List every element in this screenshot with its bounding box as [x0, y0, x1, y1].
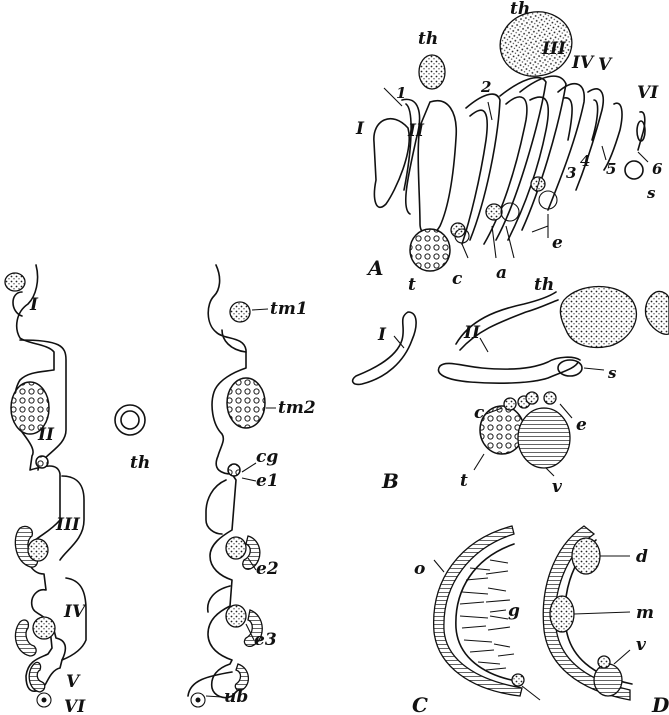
panel-c-label-g: g — [508, 601, 520, 621]
arch-label-i: I — [29, 295, 39, 315]
panel-d-letter: D — [651, 693, 669, 715]
panel-a-th-small — [419, 55, 445, 89]
ub-right-dot — [196, 698, 201, 703]
arch-label-ii: II — [37, 425, 55, 445]
panel-c-label-o: o — [414, 559, 425, 579]
panel-a-label-2: 2 — [480, 78, 491, 96]
e2-right-blob — [226, 537, 246, 559]
panel-a-a-blob — [486, 204, 502, 220]
panel-a-letter: A — [366, 256, 384, 280]
panel-a-label-4: 4 — [580, 152, 590, 170]
left-pouch-diagram: I II III IV V VI th tm1 tm2 cg e1 e2 e3 … — [5, 265, 316, 715]
th-center-label: th — [130, 453, 150, 473]
panel-a: th th 1 2 I II III IV V VI 3 4 5 6 s t c… — [355, 0, 663, 295]
panel-b-label-t: t — [460, 471, 468, 491]
pouch-v-left-wall — [29, 662, 45, 692]
panel-a-arch-i — [374, 119, 409, 208]
panel-a-label-v: V — [598, 55, 613, 75]
panel-a-label-c: c — [452, 269, 463, 289]
panel-a-arch-iv — [548, 84, 584, 210]
panel-a-arch-2 — [462, 94, 500, 244]
panel-b-label-i: I — [377, 325, 387, 345]
label-e2: e2 — [256, 559, 279, 579]
panel-b-c-blob1 — [504, 398, 516, 410]
arch-label-vi: VI — [64, 697, 86, 715]
arch-label-iv: IV — [63, 602, 87, 622]
panel-a-label-th-small: th — [418, 29, 438, 49]
ub-left-dot — [42, 698, 47, 703]
label-cg: cg — [256, 447, 278, 467]
panel-a-label-iv: IV — [571, 53, 595, 73]
panel-c: o g C — [412, 526, 540, 715]
tm2-right-blob — [227, 378, 265, 428]
panel-a-arch-ii — [418, 101, 456, 235]
e1-left-blob — [36, 456, 48, 468]
label-e3: e3 — [254, 630, 277, 650]
panel-a-label-iii: III — [541, 39, 567, 59]
panel-b-v-blob — [518, 408, 570, 468]
panel-a-label-i: I — [355, 119, 365, 139]
panel-b-letter: B — [381, 469, 399, 493]
panel-a-label-1: 1 — [396, 84, 406, 102]
th-ring-inner — [121, 411, 139, 429]
e2-left-blob — [28, 539, 48, 561]
panel-d-small-blob — [598, 656, 610, 668]
tm1-right-blob — [230, 302, 250, 322]
panel-a-label-a: a — [496, 263, 507, 283]
panel-a-label-3: 3 — [566, 164, 576, 182]
panel-a-label-th-large: th — [510, 0, 530, 19]
panel-d-d-blob — [572, 538, 600, 574]
panel-b-label-v: v — [552, 477, 563, 497]
panel-c-small-blob — [512, 674, 524, 686]
label-tm1: tm1 — [270, 299, 308, 319]
panel-d-label-v: v — [636, 635, 647, 655]
panel-a-arch-vi — [638, 112, 645, 150]
panel-a-a-ring — [501, 203, 519, 221]
panel-a-label-s: s — [647, 184, 656, 202]
label-tm2: tm2 — [278, 398, 316, 418]
panel-a-s-ring — [625, 161, 643, 179]
panel-a-label-vi: VI — [637, 83, 659, 103]
panel-d: d m v D — [543, 526, 669, 715]
panel-a-arch-v — [576, 89, 603, 190]
e3-right-blob — [226, 605, 246, 627]
panel-a-label-e: e — [552, 233, 563, 253]
panel-b-label-ii: II — [463, 323, 481, 343]
panel-d-label-m: m — [636, 603, 654, 623]
panel-b-th-blob — [560, 287, 636, 348]
right-column-outline — [208, 265, 246, 698]
label-e1: e1 — [256, 471, 279, 491]
th-ring-outer — [115, 405, 145, 435]
panel-d-label-d: d — [636, 547, 648, 567]
panel-b: th I II s c e t v B — [353, 275, 669, 497]
panel-b-e-blob2 — [544, 392, 556, 404]
panel-a-arch-1 — [402, 99, 420, 214]
tm1-left-blob — [5, 273, 25, 291]
label-ub: ub — [224, 687, 248, 707]
cg-right-blob — [228, 464, 240, 476]
panel-c-gill-folds — [460, 560, 514, 670]
panel-b-label-s: s — [608, 364, 617, 382]
panel-b-e-blob1 — [526, 392, 538, 404]
panel-a-label-t: t — [408, 275, 416, 295]
panel-b-edge-blob — [645, 291, 669, 334]
arch-label-iii: III — [55, 515, 81, 535]
panel-b-label-e: e — [576, 415, 587, 435]
panel-d-v-blob — [594, 664, 622, 696]
panel-c-letter: C — [412, 693, 428, 715]
panel-a-label-5: 5 — [606, 160, 616, 178]
e3-left-blob — [33, 617, 55, 639]
panel-b-arch-i — [353, 312, 416, 384]
arch-label-v: V — [66, 672, 81, 692]
panel-b-label-th: th — [534, 275, 554, 295]
panel-a-label-6: 6 — [652, 160, 663, 178]
panel-a-t-blob — [410, 229, 450, 271]
panel-a-label-ii: II — [407, 121, 425, 141]
panel-d-m-blob — [550, 596, 574, 632]
panel-a-e-ring — [539, 191, 557, 209]
panel-b-label-c: c — [474, 403, 485, 423]
